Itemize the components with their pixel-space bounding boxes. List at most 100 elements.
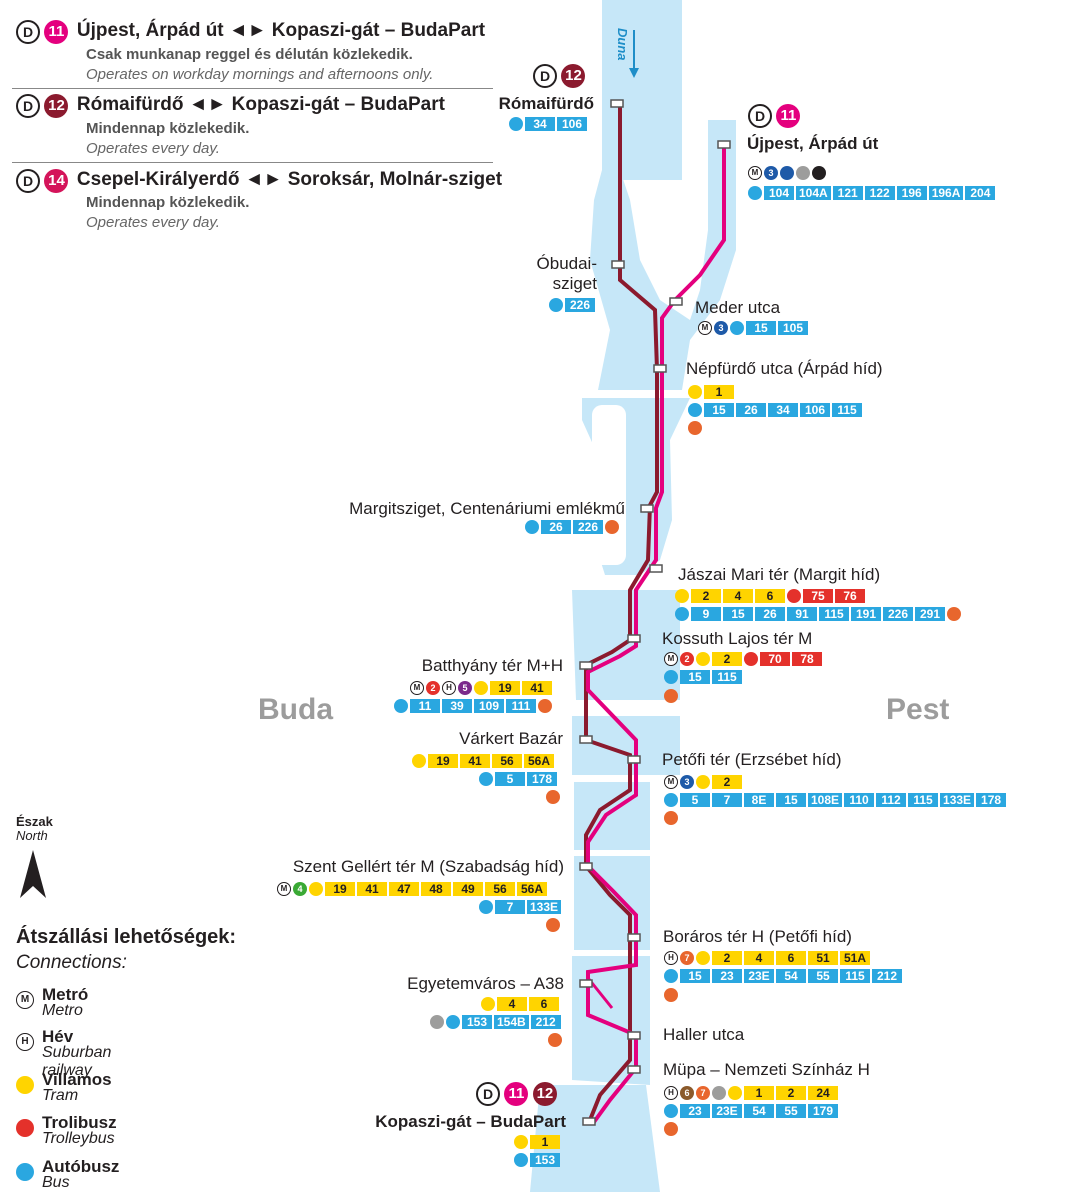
north-label-en: North	[16, 828, 48, 843]
hev-icon: H	[16, 1033, 34, 1051]
tram-route-badge: 19	[325, 881, 355, 896]
tram-route-badge: 49	[453, 881, 483, 896]
bus-route-badge: 226	[883, 606, 913, 621]
pier-mupa	[627, 1065, 641, 1074]
tram-connections-kopaszi: 1	[514, 1134, 560, 1149]
trolleybus-icon	[16, 1119, 34, 1137]
legend-hev-hu: Hév	[42, 1027, 74, 1046]
bus-route-badge: 54	[744, 1103, 774, 1118]
rail-connections-boraros: H 7 2 4 6 51 51A	[664, 950, 870, 965]
legend-tram-en: Tram	[42, 1087, 79, 1104]
bus-route-badge: 133E	[527, 899, 562, 914]
bus-icon	[730, 320, 744, 335]
tram-route-badge: 6	[776, 950, 806, 965]
bus-route-badge: 291	[915, 606, 945, 621]
coach-icon	[812, 165, 826, 180]
ferry-icon	[712, 1085, 726, 1100]
bike-share-icon	[664, 987, 678, 1002]
stop-name-petofi: Petőfi tér (Erzsébet híd)	[662, 750, 842, 769]
metro-icon: M	[748, 165, 762, 180]
boat-d-icon: D	[748, 104, 772, 128]
bus-route-badge: 153	[462, 1014, 492, 1029]
metro-line-badge: 3	[714, 320, 728, 335]
tram-route-badge: 41	[357, 881, 387, 896]
bus-route-badge: 7	[712, 792, 742, 807]
metro-icon: M	[698, 320, 712, 335]
bus-icon	[549, 297, 563, 312]
bus-route-badge: 115	[712, 669, 742, 684]
legend-line-12-title: Rómaifürdő ◄► Kopaszi-gát – BudaPart	[76, 94, 445, 116]
bus-route-badge: 15	[746, 320, 776, 335]
bus-route-badge: 15	[680, 669, 710, 684]
legend-divider	[12, 162, 493, 163]
bus-connections-jaszai: 9 15 26 91 115 191 226 291	[675, 606, 961, 621]
bus-route-badge: 133E	[940, 792, 975, 807]
tram-route-badge: 1	[744, 1085, 774, 1100]
tram-icon	[309, 881, 323, 896]
trolley-route-badge: 75	[803, 588, 833, 603]
rail-connections-gellert: M 4 19 41 47 48 49 56 56A	[277, 881, 547, 896]
legend-trolleybus-hu: Trolibusz	[42, 1113, 117, 1132]
tram-route-badge: 51A	[840, 950, 870, 965]
tram-route-badge: 1	[704, 384, 734, 399]
bus-connections-nepfurdo: 15 26 34 106 115	[688, 402, 862, 417]
stop-name-batthyany: Batthyány tér M+H	[421, 656, 563, 675]
legend-metro-en: Metro	[42, 1002, 83, 1019]
tram-icon	[481, 996, 495, 1011]
bus-route-badge: 108E	[808, 792, 843, 807]
stop-name-haller: Haller utca	[663, 1025, 745, 1044]
bus-route-badge: 115	[819, 606, 849, 621]
metro-icon: M	[16, 991, 34, 1009]
pier-gellert	[579, 862, 593, 871]
tram-icon	[675, 588, 689, 603]
bus-icon	[514, 1152, 528, 1167]
transfer-icons-ujpest: M 3	[748, 165, 826, 180]
stop-name-meder: Meder utca	[695, 298, 781, 317]
bus-icon	[394, 698, 408, 713]
bike-share-icon	[664, 810, 678, 825]
tram-icon	[412, 753, 426, 768]
tram-icon	[696, 651, 710, 666]
pier-kopaszi	[582, 1117, 596, 1126]
connections-title-en: Connections:	[16, 952, 127, 973]
bus-route-badge: 5	[680, 792, 710, 807]
tram-route-badge: 4	[744, 950, 774, 965]
bus-route-badge: 15	[680, 968, 710, 983]
legend-metro-hu: Metró	[42, 985, 89, 1004]
connections-title: Átszállási lehetőségek:	[16, 926, 237, 948]
bus-icon	[479, 899, 493, 914]
tram-route-badge: 2	[712, 651, 742, 666]
tram-route-badge: 2	[776, 1085, 806, 1100]
bike-gellert	[546, 917, 560, 932]
line-12-badge: 12	[44, 94, 69, 118]
bus-route-badge: 110	[844, 792, 875, 807]
bus-icon	[675, 606, 689, 621]
metro-line-badge: 2	[680, 651, 694, 666]
bus-route-badge: 34	[768, 402, 798, 417]
pier-kossuth	[627, 634, 641, 643]
metro-line-badge: 3	[680, 774, 694, 789]
river-name-label: Duna	[615, 28, 630, 61]
bus-route-badge: 212	[530, 1014, 561, 1029]
bus-icon	[664, 792, 678, 807]
tram-route-badge: 1	[530, 1134, 560, 1149]
bike-petofi	[664, 810, 678, 825]
legend-line-11-en: Operates on workday mornings and afterno…	[86, 66, 434, 83]
tram-route-badge: 56A	[517, 881, 547, 896]
pier-haller	[627, 1031, 641, 1040]
bus-icon	[780, 165, 794, 180]
bus-route-badge: 34	[525, 116, 555, 131]
bike-varkert	[546, 789, 560, 804]
tram-route-badge: 6	[529, 996, 559, 1011]
stop-name-varkert: Várkert Bazár	[459, 729, 563, 748]
pier-boraros	[627, 933, 641, 942]
bus-route-badge: 7	[495, 899, 525, 914]
tram-route-badge: 24	[808, 1085, 838, 1100]
bus-icon	[479, 771, 493, 786]
legend-line-14-en: Operates every day.	[86, 214, 220, 231]
tram-route-badge: 2	[691, 588, 721, 603]
bus-icon	[525, 519, 539, 534]
bus-route-badge: 55	[776, 1103, 806, 1118]
line-11-badge: 11	[776, 104, 801, 128]
tram-route-badge: 41	[460, 753, 490, 768]
